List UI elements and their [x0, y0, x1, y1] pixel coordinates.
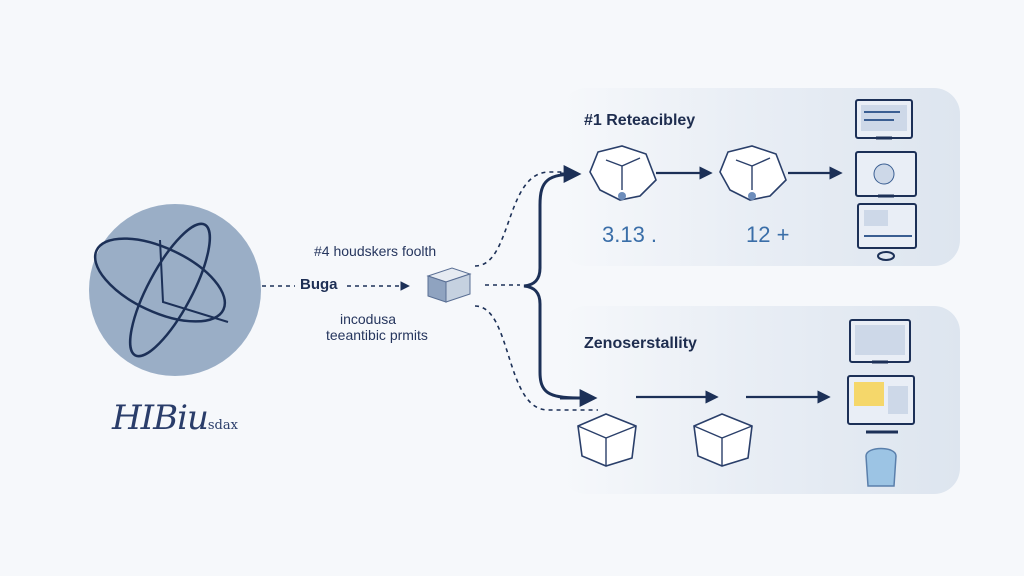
- top-branch-value-2: 12 +: [746, 222, 790, 247]
- branch-bracket: [523, 172, 579, 400]
- box-icon: [426, 267, 472, 303]
- bottom-branch-title: Zenoserstallity: [584, 335, 697, 352]
- logo-text: HIBiusdax: [112, 398, 238, 438]
- top-node-1-icon: [589, 145, 657, 201]
- dashed-curve-top: [474, 171, 574, 267]
- bottom-node-1-icon: [577, 413, 637, 467]
- top-node-2-icon: [719, 145, 787, 201]
- upper-annotation: #4 houdskers foolth: [314, 243, 437, 259]
- lower-annotation-line1: incodusa: [340, 311, 397, 327]
- source-logo-icon: [89, 204, 261, 376]
- display-stack-icon: [847, 319, 915, 487]
- top-branch-value-1: 3.13 .: [602, 222, 658, 247]
- top-branch-title: #1 Reteacibley: [584, 112, 696, 129]
- lower-annotation-line2: teeantibic prmits: [326, 327, 428, 343]
- source-label: Buga: [300, 276, 338, 293]
- dashed-curve-bottom: [474, 305, 598, 411]
- monitor-icon: [855, 99, 917, 261]
- bottom-node-2-icon: [693, 413, 753, 467]
